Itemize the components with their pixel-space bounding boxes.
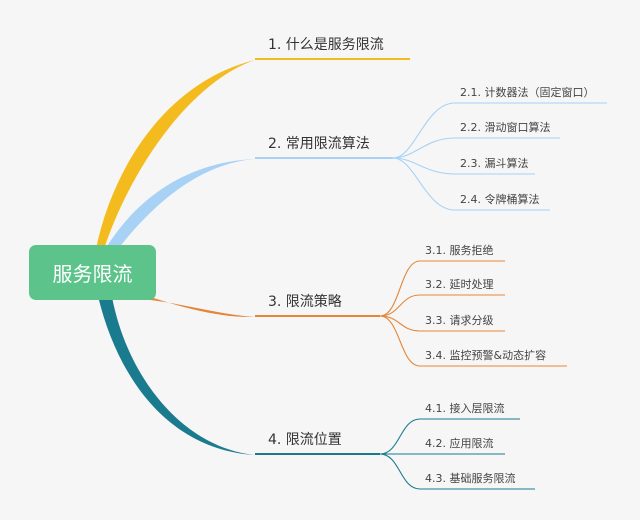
branch-2-label: 2. 常用限流算法	[268, 136, 370, 152]
leaf-label: 4.1. 接入层限流	[425, 402, 505, 415]
branch-3-label: 3. 限流策略	[268, 294, 342, 310]
branch-4-node[interactable]: 4. 限流位置	[268, 429, 342, 451]
leaf-4-2[interactable]: 4.2. 应用限流	[425, 436, 494, 452]
branch-4-sub-connectors	[379, 418, 421, 490]
branch-1-label: 1. 什么是服务限流	[268, 37, 384, 53]
leaf-label: 3.2. 延时处理	[425, 278, 494, 291]
root-node[interactable]: 服务限流	[29, 245, 156, 300]
leaf-4-1[interactable]: 4.1. 接入层限流	[425, 401, 505, 417]
branch-4-label: 4. 限流位置	[268, 432, 342, 448]
leaf-2-4[interactable]: 2.4. 令牌桶算法	[460, 192, 540, 208]
leaf-2-3[interactable]: 2.3. 漏斗算法	[460, 156, 529, 172]
branch-1-connector	[96, 60, 255, 249]
leaf-label: 3.4. 监控预警&动态扩容	[425, 349, 547, 362]
leaf-label: 2.3. 漏斗算法	[460, 157, 529, 170]
leaf-label: 3.3. 请求分级	[425, 314, 494, 327]
branch-4-connector	[98, 296, 255, 455]
branch-1-node[interactable]: 1. 什么是服务限流	[268, 34, 384, 56]
leaf-2-1[interactable]: 2.1. 计数器法（固定窗口）	[460, 85, 595, 101]
branch-2-leaf-underlines	[455, 102, 607, 211]
branch-3-leaf-underlines	[420, 260, 567, 367]
branch-2-node[interactable]: 2. 常用限流算法	[268, 133, 370, 155]
leaf-label: 4.3. 基础服务限流	[425, 472, 516, 485]
branch-3-node[interactable]: 3. 限流策略	[268, 291, 342, 313]
leaf-3-1[interactable]: 3.1. 服务拒绝	[425, 243, 494, 259]
branch-4-leaf-underlines	[420, 418, 535, 490]
leaf-2-2[interactable]: 2.2. 滑动窗口算法	[460, 120, 551, 136]
branch-3-sub-connectors	[379, 260, 421, 367]
branch-2-sub-connectors	[392, 102, 456, 211]
root-label: 服务限流	[52, 262, 133, 286]
leaf-label: 2.1. 计数器法（固定窗口）	[460, 86, 595, 99]
leaf-3-4[interactable]: 3.4. 监控预警&动态扩容	[425, 348, 546, 364]
leaf-label: 2.2. 滑动窗口算法	[460, 121, 551, 134]
branch-3-connector	[138, 293, 255, 318]
leaf-3-2[interactable]: 3.2. 延时处理	[425, 277, 494, 293]
leaf-label: 3.1. 服务拒绝	[425, 244, 494, 257]
leaf-label: 4.2. 应用限流	[425, 437, 494, 450]
leaf-label: 2.4. 令牌桶算法	[460, 193, 540, 206]
leaf-3-3[interactable]: 3.3. 请求分级	[425, 313, 494, 329]
leaf-4-3[interactable]: 4.3. 基础服务限流	[425, 471, 516, 487]
branch-2-connector	[104, 159, 255, 254]
